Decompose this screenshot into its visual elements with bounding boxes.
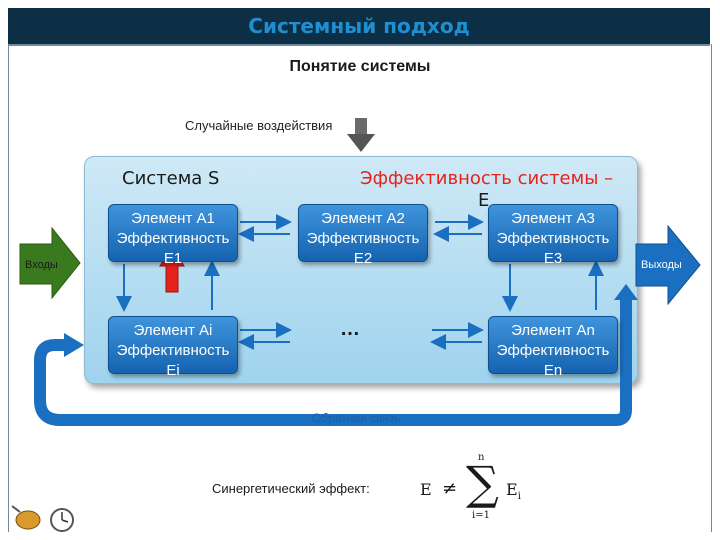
synergy-formula: E ≠ n ∑ i=1 Ei <box>420 452 540 522</box>
header-bar: Системный подход <box>8 8 710 46</box>
system-efficiency-symbol: E <box>478 190 490 211</box>
link-a2-a3 <box>433 214 484 242</box>
element-an-efficiency-label: Эффективность <box>496 342 610 359</box>
formula-sigma: ∑ <box>466 456 499 510</box>
element-a1: Элемент А1 Эффективность E1 <box>108 204 238 267</box>
link-ai-dots <box>238 322 292 350</box>
formula-term-base: E <box>506 480 518 499</box>
random-influence-arrow <box>347 118 375 152</box>
element-a3-efficiency-label: Эффективность <box>496 230 610 247</box>
system-label: Система S <box>122 168 220 189</box>
formula-lhs: E <box>420 480 432 499</box>
element-ai-efficiency-label: Эффективность <box>116 342 230 359</box>
feedback-start-arrowhead <box>614 284 638 300</box>
element-an: Элемент An Эффективность En <box>488 316 618 379</box>
element-an-efficiency-symbol: En <box>543 362 563 379</box>
element-ai-efficiency-symbol: Ei <box>166 362 180 379</box>
inputs-label: Входы <box>25 259 58 271</box>
element-a1-efficiency-symbol: E1 <box>163 250 183 267</box>
element-a1-efficiency-label: Эффективность <box>116 230 230 247</box>
outputs-arrow <box>635 224 701 306</box>
link-a1-a2 <box>238 214 292 242</box>
element-ai: Элемент Ai Эффективность Ei <box>108 316 238 379</box>
element-ai-name: Элемент Ai <box>133 322 213 339</box>
link-dots-an <box>430 322 484 350</box>
element-a2-name: Элемент А2 <box>321 210 405 227</box>
element-a3-name: Элемент А3 <box>511 210 595 227</box>
formula-sum-lower: i=1 <box>472 510 490 521</box>
system-efficiency-label: Эффективность системы – <box>360 168 614 189</box>
slide-frame <box>8 44 712 532</box>
random-influences-label: Случайные воздействия <box>185 118 333 133</box>
inputs-arrow <box>19 226 81 300</box>
formula-sum-upper: n <box>478 452 485 463</box>
clock-clipart-icon <box>11 505 74 532</box>
formula-term-subscript: i <box>517 491 521 503</box>
element-an-name: Элемент An <box>511 322 595 339</box>
element-a3: Элемент А3 Эффективность E3 <box>488 204 618 267</box>
slide-subtitle: Понятие системы <box>289 58 431 75</box>
header-title: Системный подход <box>248 14 470 38</box>
feedback-loop-arrow <box>34 300 632 426</box>
element-a2: Элемент А2 Эффективность E2 <box>298 204 428 267</box>
ellipsis-elements: … <box>340 318 360 340</box>
feedback-arrowhead <box>64 333 84 357</box>
link-a1-ai <box>116 260 220 312</box>
outputs-label: Выходы <box>641 259 682 271</box>
link-a3-an <box>502 260 604 312</box>
element-a2-efficiency-label: Эффективность <box>306 230 420 247</box>
element-a1-name: Элемент А1 <box>131 210 215 227</box>
synergy-label: Синергетический эффект: <box>212 481 370 496</box>
feedback-label: Обратная связь <box>312 411 401 425</box>
element-a2-efficiency-symbol: E2 <box>353 250 373 267</box>
formula-relation: ≠ <box>442 478 458 499</box>
element-a3-efficiency-symbol: E3 <box>543 250 563 267</box>
formula-term: Ei <box>506 480 521 502</box>
